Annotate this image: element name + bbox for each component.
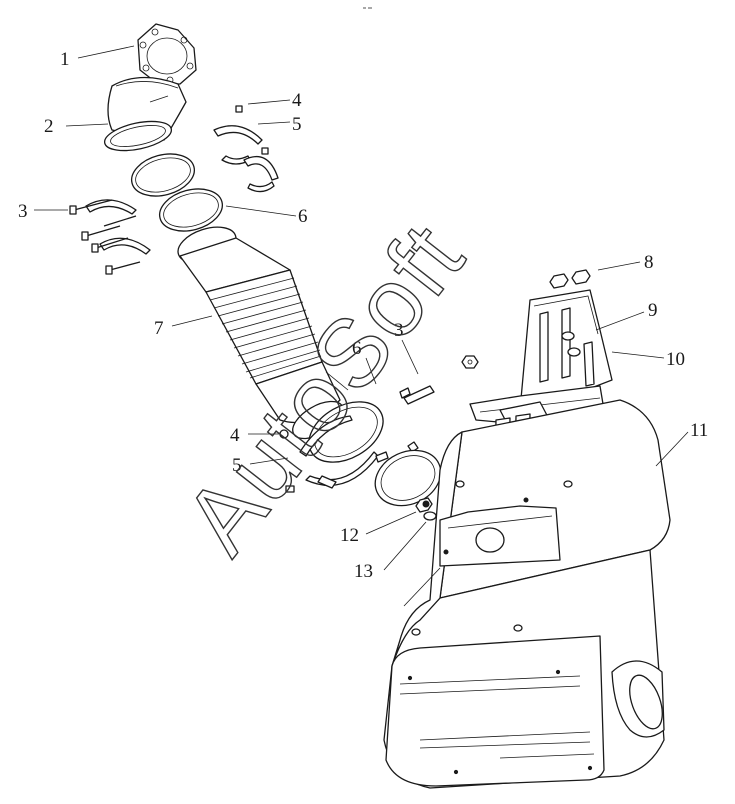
callout-4-lower: 4 — [230, 425, 240, 446]
part-1-gasket — [137, 23, 197, 85]
callout-3-lower: 3 — [394, 320, 404, 341]
callout-6: 6 — [298, 206, 308, 227]
part-7-bellows-pipe — [177, 226, 349, 440]
callout-10: 10 — [666, 349, 685, 370]
part-3-bolts-upper — [69, 199, 151, 275]
callout-5-lower: 5 — [232, 455, 242, 476]
callout-4: 4 — [292, 90, 302, 111]
callout-5: 5 — [292, 114, 302, 135]
callout-7: 7 — [154, 318, 164, 339]
parts-4-5-6-lower — [279, 401, 389, 493]
part-2-elbow — [103, 76, 187, 152]
part-11-muffler — [383, 399, 671, 789]
callout-12: 12 — [340, 525, 359, 546]
callout-labels: 1 2 3 4 5 6 7 8 9 10 11 3 4 5 6 12 13 — [18, 49, 708, 582]
callout-11: 11 — [690, 420, 708, 441]
callout-8: 8 — [644, 252, 654, 273]
callout-3: 3 — [18, 201, 28, 222]
callout-6-lower: 6 — [352, 338, 362, 359]
part-3-lower — [399, 355, 479, 453]
part-6-rings-upper — [131, 153, 223, 232]
callout-1: 1 — [60, 49, 70, 70]
callout-13: 13 — [354, 561, 373, 582]
part-5-clamps-upper — [213, 105, 279, 193]
callout-2: 2 — [44, 116, 54, 137]
leader-lines — [34, 45, 689, 607]
part-12-13-flange — [374, 449, 442, 521]
callout-9: 9 — [648, 300, 658, 321]
